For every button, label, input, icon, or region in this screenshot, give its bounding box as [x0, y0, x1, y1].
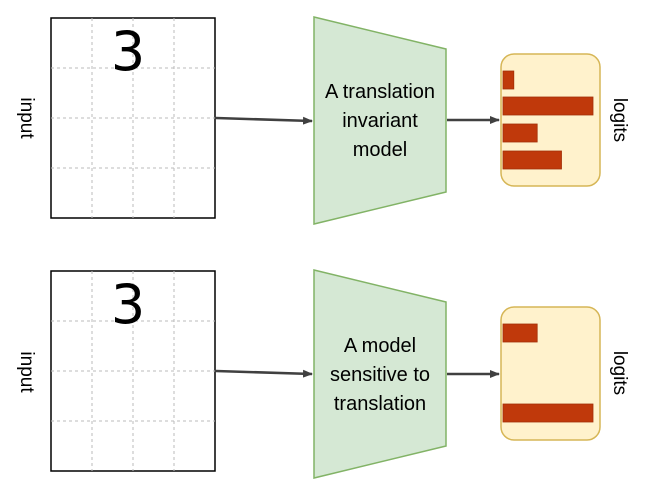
- input-label: input: [16, 351, 37, 393]
- digit-three: 3: [111, 20, 145, 83]
- logit-bars: [502, 70, 594, 170]
- input-label: input: [16, 97, 37, 139]
- model-label-line-3: model: [353, 139, 407, 161]
- logits-label: logits: [609, 351, 630, 395]
- logits-label: logits: [609, 98, 630, 142]
- model-label-line-1: A model: [344, 335, 416, 357]
- input-grid: 3: [50, 17, 216, 219]
- model-label-line-1: A translation: [325, 81, 435, 103]
- model-label-line-2: invariant: [342, 110, 418, 132]
- model-label-line-3: translation: [334, 393, 426, 415]
- row-translation-invariant: input 3 A translation invariant model: [16, 16, 630, 225]
- logit-bar: [502, 96, 594, 116]
- arrow-input-to-model: [215, 116, 313, 125]
- model-block: A translation invariant model: [313, 16, 447, 225]
- row-translation-sensitive: input 3 A model sensitive to translation: [16, 269, 630, 479]
- logit-bar: [502, 323, 538, 343]
- logit-bar: [502, 150, 562, 170]
- input-grid: 3: [50, 270, 216, 472]
- logit-bar: [502, 70, 515, 90]
- logit-bar: [502, 123, 538, 143]
- logits-box: [500, 306, 601, 441]
- digit-three: 3: [111, 273, 145, 336]
- logit-bars: [502, 323, 594, 423]
- arrow-input-to-model: [215, 369, 313, 378]
- logit-bar: [502, 403, 594, 423]
- model-label-line-2: sensitive to: [330, 364, 430, 386]
- logits-box: [500, 53, 601, 187]
- model-block: A model sensitive to translation: [313, 269, 447, 479]
